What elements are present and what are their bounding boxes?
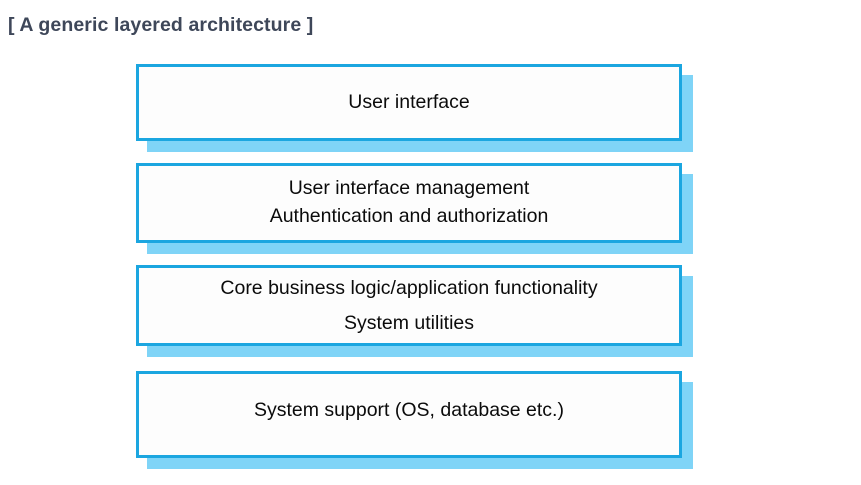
layer-box-card[interactable]: Core business logic/application function…: [136, 265, 682, 346]
layer-box-ui-management[interactable]: User interface management Authentication…: [136, 163, 693, 254]
layer-box-card[interactable]: User interface management Authentication…: [136, 163, 682, 243]
layer-box-presentation[interactable]: User interface: [136, 64, 693, 152]
layer-box-card[interactable]: System support (OS, database etc.): [136, 371, 682, 458]
layer-box-label: Core business logic/application function…: [220, 276, 598, 334]
page-title: [ A generic layered architecture ]: [8, 14, 314, 36]
layer-box-label: System support (OS, database etc.): [254, 399, 564, 421]
layer-box-label: User interface: [348, 91, 470, 114]
layer-box-card[interactable]: User interface: [136, 64, 682, 141]
layer-box-system-support[interactable]: System support (OS, database etc.): [136, 371, 693, 469]
layer-box-business-logic[interactable]: Core business logic/application function…: [136, 265, 693, 357]
layer-box-label: User interface management Authentication…: [269, 177, 549, 227]
